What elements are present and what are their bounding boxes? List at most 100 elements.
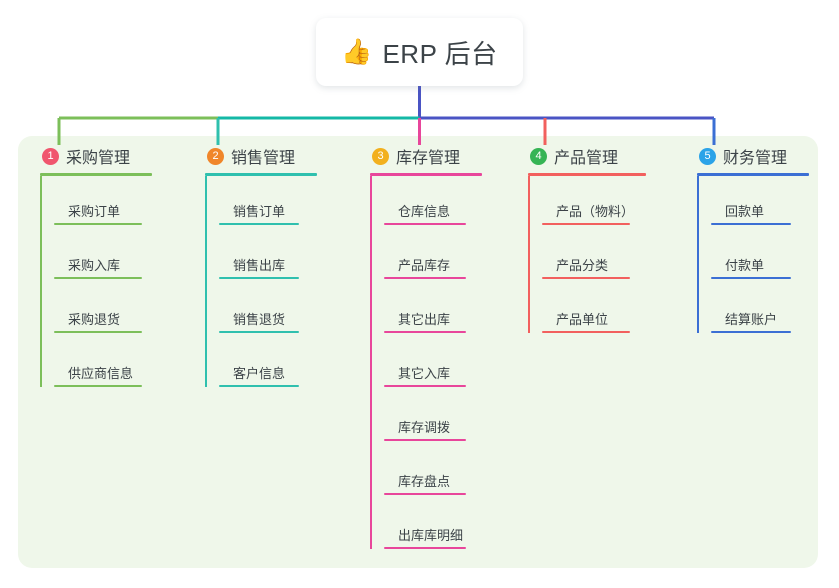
leaf-node-underline xyxy=(542,223,630,225)
branch-title: 财务管理 xyxy=(723,150,788,167)
branch-number-badge: 1 xyxy=(42,147,59,165)
leaf-node[interactable]: 产品（物料） xyxy=(542,176,646,230)
root-node-title: ERP 后台 xyxy=(382,38,498,69)
leaf-node-underline xyxy=(542,277,630,279)
leaf-node[interactable]: 销售退货 xyxy=(219,284,317,338)
branch-number-badge: 5 xyxy=(699,147,716,165)
branch-stem-line xyxy=(528,176,530,333)
leaf-node-label: 产品分类 xyxy=(556,258,609,273)
leaf-node[interactable]: 结算账户 xyxy=(711,284,809,338)
leaf-node-underline xyxy=(384,385,466,387)
leaf-node-label: 库存调拨 xyxy=(398,420,451,435)
branch-header-4[interactable]: 4 产品管理 xyxy=(528,145,646,167)
branch-underline xyxy=(528,173,646,176)
leaf-node[interactable]: 客户信息 xyxy=(219,338,317,392)
branch-title: 产品管理 xyxy=(554,150,619,167)
leaf-node-label: 产品库存 xyxy=(398,258,451,273)
thumbs-up-icon: 👍 xyxy=(341,37,373,66)
leaf-node-label: 客户信息 xyxy=(233,366,286,381)
root-node-card[interactable]: 👍 ERP 后台 xyxy=(316,18,523,86)
branch-header-5[interactable]: 5 财务管理 xyxy=(697,145,809,167)
branch-column-4: 4 产品管理产品（物料） 产品分类产品单位 xyxy=(528,145,646,338)
leaf-node-label: 其它出库 xyxy=(398,312,451,327)
leaf-node[interactable]: 产品库存 xyxy=(384,230,482,284)
leaf-node-underline xyxy=(54,277,142,279)
leaf-node-underline xyxy=(384,277,466,279)
leaf-node-underline xyxy=(384,493,466,495)
leaf-node-label: 回款单 xyxy=(725,204,765,219)
leaf-node-label: 产品（物料） xyxy=(556,204,635,219)
leaf-node[interactable]: 其它入库 xyxy=(384,338,482,392)
leaf-node-label: 供应商信息 xyxy=(68,366,134,381)
leaf-node-underline xyxy=(54,223,142,225)
leaf-node[interactable]: 库存盘点 xyxy=(384,446,482,500)
branch-underline xyxy=(697,173,809,176)
branch-number-badge: 2 xyxy=(207,147,224,165)
diagram-canvas-panel xyxy=(18,136,818,568)
leaf-node-label: 结算账户 xyxy=(725,312,778,327)
leaf-node-underline xyxy=(219,223,299,225)
leaf-node-label: 销售出库 xyxy=(233,258,286,273)
branch-item-list: 采购订单采购入库采购退货供应商信息 xyxy=(40,176,152,392)
leaf-node[interactable]: 销售订单 xyxy=(219,176,317,230)
branch-header-3[interactable]: 3 库存管理 xyxy=(370,145,482,167)
leaf-node-underline xyxy=(384,223,466,225)
leaf-node[interactable]: 产品分类 xyxy=(542,230,646,284)
leaf-node-label: 采购退货 xyxy=(68,312,121,327)
leaf-node-label: 付款单 xyxy=(725,258,765,273)
branch-item-list: 产品（物料） 产品分类产品单位 xyxy=(528,176,646,338)
leaf-node-underline xyxy=(542,331,630,333)
branch-item-list: 销售订单销售出库销售退货客户信息 xyxy=(205,176,317,392)
leaf-node[interactable]: 出库库明细 xyxy=(384,500,482,554)
branch-number-badge: 3 xyxy=(372,147,389,165)
branch-column-3: 3 库存管理仓库信息产品库存其它出库其它入库库存调拨库存盘点出库库明细 xyxy=(370,145,482,554)
leaf-node[interactable]: 销售出库 xyxy=(219,230,317,284)
branch-stem-line xyxy=(370,176,372,549)
leaf-node[interactable]: 仓库信息 xyxy=(384,176,482,230)
branch-underline xyxy=(370,173,482,176)
leaf-node-underline xyxy=(384,331,466,333)
branch-stem-line xyxy=(697,176,699,333)
leaf-node-underline xyxy=(219,331,299,333)
leaf-node-label: 仓库信息 xyxy=(398,204,451,219)
leaf-node-label: 出库库明细 xyxy=(398,528,464,543)
leaf-node-underline xyxy=(711,277,791,279)
leaf-node-label: 采购入库 xyxy=(68,258,121,273)
branch-stem-line xyxy=(40,176,42,387)
leaf-node[interactable]: 付款单 xyxy=(711,230,809,284)
leaf-node-label: 产品单位 xyxy=(556,312,609,327)
branch-underline xyxy=(205,173,317,176)
leaf-node[interactable]: 采购订单 xyxy=(54,176,152,230)
branch-number-badge: 4 xyxy=(530,147,547,165)
leaf-node-underline xyxy=(54,385,142,387)
leaf-node[interactable]: 供应商信息 xyxy=(54,338,152,392)
leaf-node-label: 其它入库 xyxy=(398,366,451,381)
leaf-node[interactable]: 库存调拨 xyxy=(384,392,482,446)
leaf-node[interactable]: 回款单 xyxy=(711,176,809,230)
leaf-node-underline xyxy=(711,223,791,225)
leaf-node-underline xyxy=(219,277,299,279)
branch-stem-line xyxy=(205,176,207,387)
branch-title: 库存管理 xyxy=(396,150,461,167)
branch-column-5: 5 财务管理回款单付款单结算账户 xyxy=(697,145,809,338)
leaf-node-label: 销售退货 xyxy=(233,312,286,327)
leaf-node-underline xyxy=(384,547,466,549)
branch-column-2: 2 销售管理销售订单销售出库销售退货客户信息 xyxy=(205,145,317,392)
leaf-node-underline xyxy=(711,331,791,333)
leaf-node[interactable]: 采购入库 xyxy=(54,230,152,284)
leaf-node-underline xyxy=(219,385,299,387)
leaf-node-underline xyxy=(54,331,142,333)
leaf-node[interactable]: 产品单位 xyxy=(542,284,646,338)
branch-header-2[interactable]: 2 销售管理 xyxy=(205,145,317,167)
leaf-node-label: 采购订单 xyxy=(68,204,121,219)
leaf-node-underline xyxy=(384,439,466,441)
leaf-node-label: 库存盘点 xyxy=(398,474,451,489)
branch-item-list: 仓库信息产品库存其它出库其它入库库存调拨库存盘点出库库明细 xyxy=(370,176,482,554)
branch-title: 销售管理 xyxy=(231,150,296,167)
leaf-node[interactable]: 采购退货 xyxy=(54,284,152,338)
leaf-node-label: 销售订单 xyxy=(233,204,286,219)
leaf-node[interactable]: 其它出库 xyxy=(384,284,482,338)
